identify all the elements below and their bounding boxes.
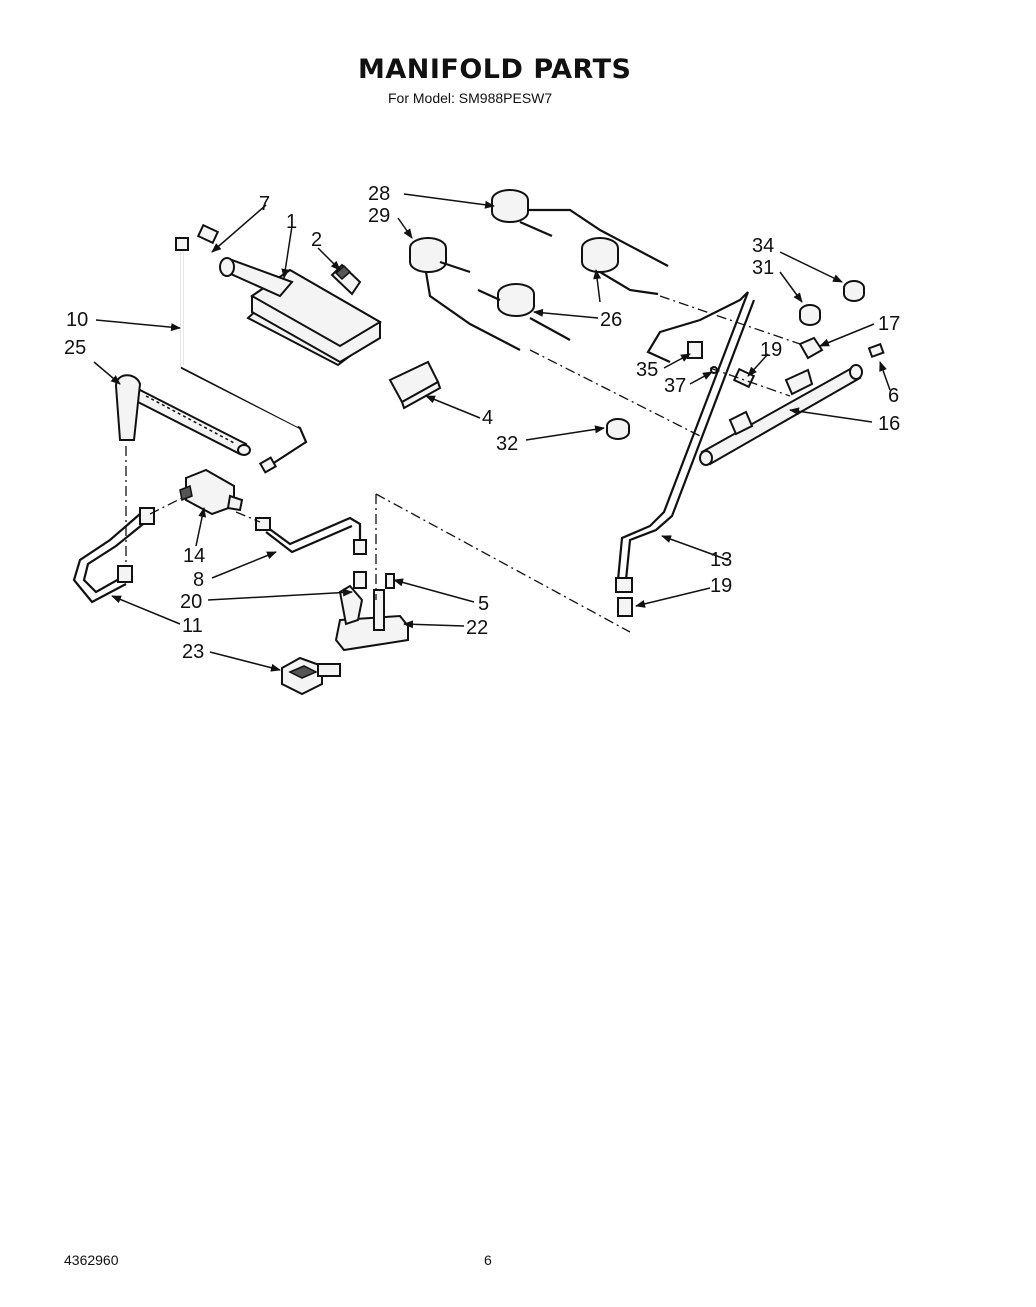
callout-5: 5 [478,593,489,615]
callout-28: 28 [368,183,390,205]
callout-37: 37 [664,375,686,397]
part-14-safety-valve [179,468,244,516]
part-7-orifice [196,223,220,245]
callout-20: 20 [180,591,202,613]
part-35-fitting [687,341,718,374]
callout-32: 32 [496,433,518,455]
callout-4: 4 [482,407,493,429]
callout-11: 11 [182,615,203,637]
part-25-bake-burner [114,374,251,456]
part-10-tube [175,237,308,474]
callout-1: 1 [286,211,297,233]
callout-25: 25 [64,337,86,359]
part-34-knob [843,280,865,302]
callout-22: 22 [466,617,488,639]
callout-14: 14 [183,545,205,567]
callout-6: 6 [888,385,899,407]
callout-34: 34 [752,235,774,257]
part-28-surface-burner [491,189,669,267]
part-6-orifice [867,342,885,359]
part-2-bracket [330,263,362,296]
part-32-knob [606,418,630,440]
callout-2: 2 [311,229,322,251]
callout-7: 7 [259,193,270,215]
callout-19a: 19 [760,339,782,361]
callout-23: 23 [182,641,204,663]
callout-29: 29 [368,205,390,227]
document-number: 4362960 [64,1252,119,1268]
part-17-valve [798,336,824,360]
callout-35: 35 [636,359,658,381]
callout-26: 26 [600,309,622,331]
part-31-knob [799,304,821,326]
part-19-fittings [617,367,756,617]
part-13-main-tube [615,291,756,593]
callout-numbers: 7 1 2 10 25 28 29 26 34 31 17 19 35 37 6… [64,183,900,663]
page-number: 6 [484,1252,492,1268]
callout-13: 13 [710,549,732,571]
callout-17: 17 [878,313,900,335]
callout-leaders [93,193,891,672]
callout-10: 10 [66,309,88,331]
page-title: MANIFOLD PARTS [358,54,632,85]
part-23-pressure-regulator [281,656,341,696]
callout-31: 31 [752,257,774,279]
part-29-surface-burner [409,237,521,351]
callout-8: 8 [193,569,204,591]
callout-16: 16 [878,413,900,435]
part-16-manifold-pipe [699,364,863,466]
part-4-bracket [388,360,442,410]
callout-19b: 19 [710,575,732,597]
part-8-tube [255,516,367,555]
part-1-oven-burner [219,257,382,367]
part-22-regulator-manifold [334,571,409,652]
part-11-tube [72,507,155,604]
part-26-surface-burners [477,237,659,341]
model-subtitle: For Model: SM988PESW7 [388,90,553,106]
assembly-lines [125,295,801,633]
